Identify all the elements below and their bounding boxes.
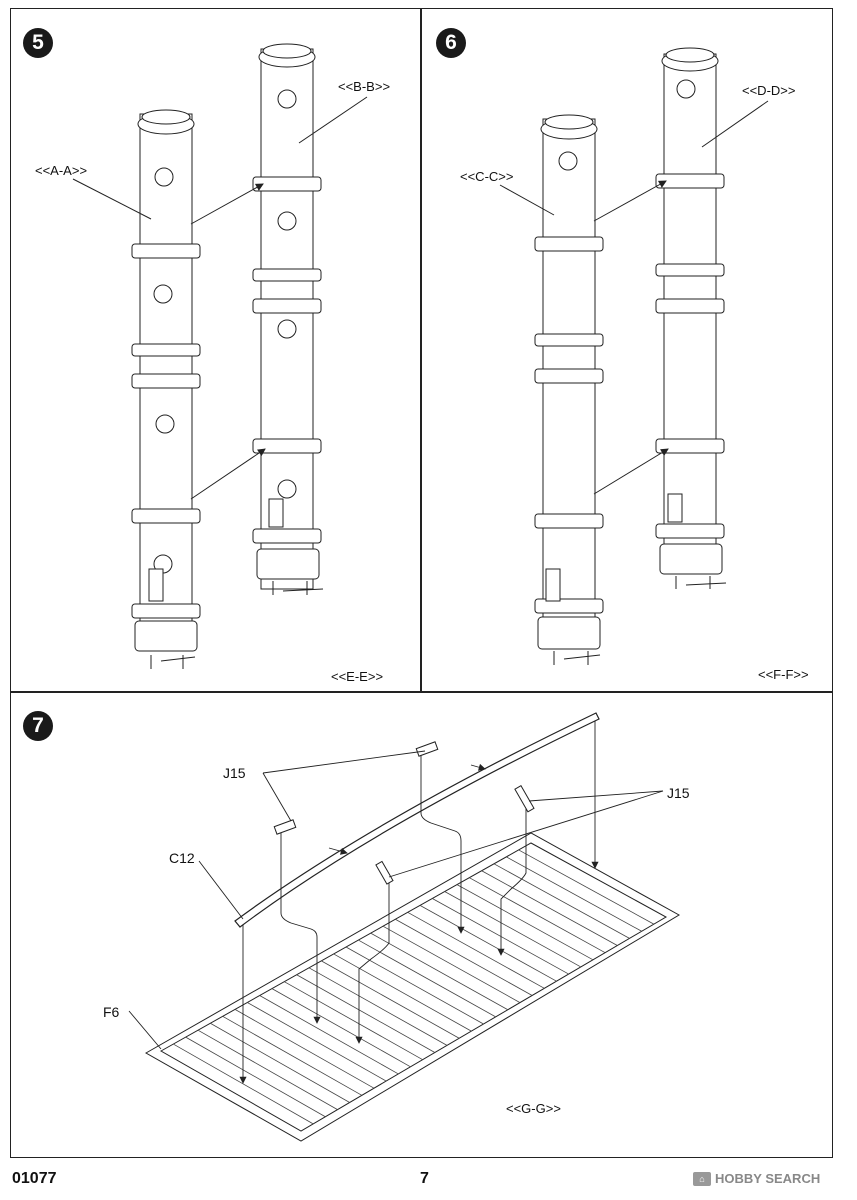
grating-slat [173, 1043, 314, 1125]
grating-slat [395, 918, 533, 996]
watermark: ⌂ HOBBY SEARCH [693, 1171, 820, 1186]
watermark-text: HOBBY SEARCH [715, 1171, 821, 1186]
part-label-a-a: <<A-A>> [35, 163, 88, 178]
step-5-panel: 5 <<A-A>> <<B-B>> <<E-E>> [10, 8, 421, 692]
right-column-body [663, 53, 717, 575]
grating-slat [185, 1036, 326, 1118]
grating-slat [419, 905, 557, 982]
grating-slat [296, 974, 436, 1053]
grating-slat [382, 925, 521, 1003]
c12-beam [234, 712, 600, 928]
step-number-badge: 7 [23, 711, 53, 741]
view-label-e-e: <<E-E>> [331, 669, 384, 684]
grating-slat [247, 1002, 387, 1082]
grating-slat [432, 898, 569, 975]
grating-slat [481, 870, 618, 946]
part-label-j15-left: J15 [223, 765, 246, 781]
grating-slat [333, 953, 472, 1032]
grating-slat [197, 1029, 338, 1110]
grating-slat [444, 891, 582, 968]
grating-slat [321, 960, 460, 1039]
grating-slat [518, 849, 655, 925]
step-5-illustration [72, 43, 368, 669]
grating-slat [222, 1015, 363, 1096]
part-label-b-b: <<B-B>> [338, 79, 391, 94]
grating-slat [358, 939, 496, 1018]
part-label-c12: C12 [169, 850, 195, 866]
f6-grating-plate [144, 832, 681, 1142]
grating-slat [259, 995, 399, 1075]
product-code: 01077 [12, 1170, 57, 1187]
grating-slat [308, 967, 448, 1046]
step-7-illustration [128, 712, 681, 1142]
hobby-search-logo-icon: ⌂ [693, 1171, 711, 1186]
grating-slat [345, 946, 484, 1025]
part-label-j15-right: J15 [667, 785, 690, 801]
grating-slat [506, 856, 642, 932]
j15-brackets [273, 741, 535, 885]
step-7-panel: 7 J15 J15 C12 F6 <<G-G>> [10, 692, 833, 1158]
step-number-badge: 5 [23, 28, 53, 58]
part-label-f6: F6 [103, 1004, 120, 1020]
step-number-badge: 6 [436, 28, 466, 58]
part-label-d-d: <<D-D>> [742, 83, 796, 98]
grating-slat [407, 911, 545, 989]
step-6-panel: 6 <<C-C>> <<D-D>> <<F-F>> [421, 8, 833, 692]
grating-slat [370, 932, 509, 1011]
grating-slat [271, 988, 411, 1068]
grating-slat [456, 884, 594, 961]
page-number: 7 [420, 1170, 429, 1187]
grating-slat [469, 877, 606, 954]
grating-slat [284, 981, 423, 1061]
part-label-c-c: <<C-C>> [460, 169, 514, 184]
step-6-illustration [499, 47, 769, 665]
grating-slat [234, 1009, 375, 1089]
view-label-g-g: <<G-G>> [506, 1101, 561, 1116]
grating-slat [493, 863, 630, 939]
grating-slat [210, 1022, 350, 1103]
view-label-f-f: <<F-F>> [758, 667, 809, 682]
